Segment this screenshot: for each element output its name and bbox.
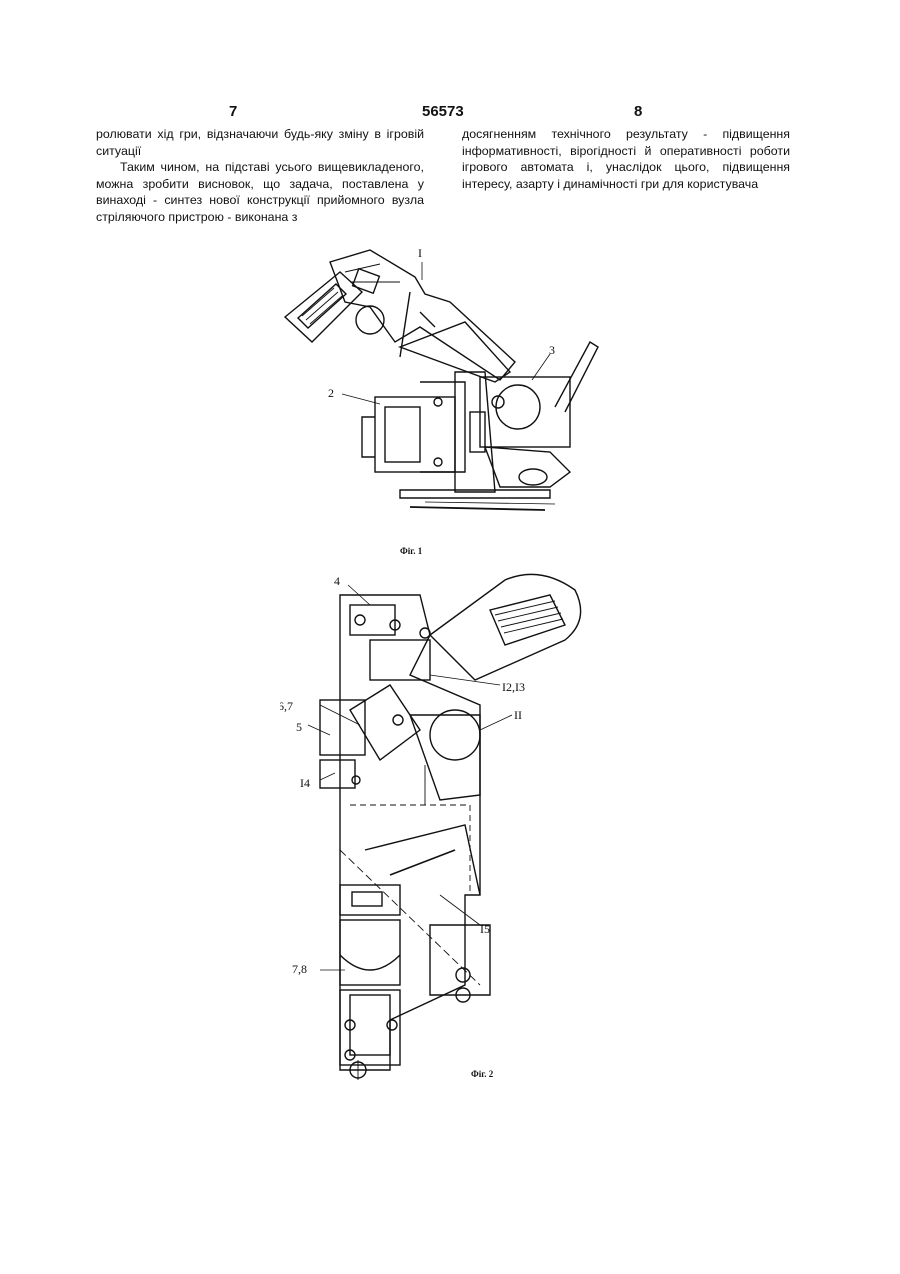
page-number-right: 8 [634,103,642,120]
fig2-label-6-7: 6,7 [280,699,293,713]
paragraph: ролювати хід гри, відзначаючи будь-яку з… [96,126,424,159]
figure-2-drawing: 4 6,7 5 I4 I2,I3 II I5 7,8 [280,565,610,1095]
text-column-left: ролювати хід гри, відзначаючи будь-яку з… [96,126,424,226]
figure-1-caption: Фіг. 1 [400,546,422,556]
paragraph: Таким чином, на підставі усього вищевикл… [96,159,424,225]
figure-2-caption: Фіг. 2 [471,1069,493,1079]
fig2-label-4: 4 [334,574,340,588]
text-column-right: досягненням технічного результату - підв… [462,126,790,192]
fig1-label-I: I [418,246,422,260]
fig2-label-I4: I4 [300,776,310,790]
fig2-label-I2-I3: I2,I3 [502,680,525,694]
page-number-left: 7 [229,103,237,120]
fig2-label-5: 5 [296,720,302,734]
patent-number: 56573 [422,103,464,120]
fig2-label-I5: I5 [480,922,490,936]
fig1-label-3: 3 [549,343,555,357]
figure-1-drawing: I 2 3 [250,232,620,522]
fig2-label-II: II [514,708,522,722]
paragraph: досягненням технічного результату - підв… [462,126,790,192]
fig2-label-7-8: 7,8 [292,962,307,976]
fig1-label-2: 2 [328,386,334,400]
